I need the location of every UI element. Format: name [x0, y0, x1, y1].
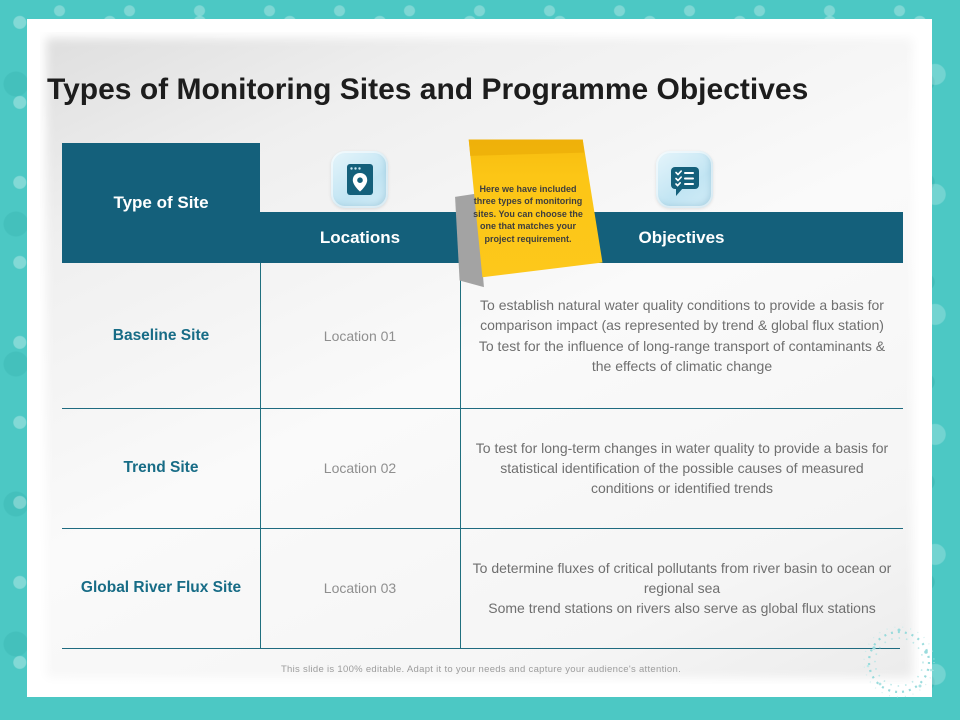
table-row-location: Location 03: [323, 580, 397, 596]
sticky-note-top-fold: [468, 139, 585, 156]
table-row-objectives: To determine fluxes of critical pollutan…: [472, 559, 892, 617]
sticky-note-text: Here we have included three types of mon…: [473, 183, 583, 244]
locations-icon-tile: [331, 151, 388, 208]
slide: Types of Monitoring Sites and Programme …: [27, 19, 935, 698]
checklist-speech-bubble-icon: [670, 166, 699, 196]
column-header-objectives: Objectives: [638, 227, 725, 247]
table-row-site-name: Global River Flux Site: [80, 579, 242, 596]
column-header-locations: Locations: [319, 227, 401, 247]
table-row-objectives: To test for long-term changes in water q…: [475, 439, 889, 497]
sticky-note: Here we have included three types of mon…: [452, 128, 604, 292]
objectives-icon-tile: [656, 151, 713, 208]
table-row-site-name: Trend Site: [123, 459, 199, 476]
table-row-location: Location 02: [323, 460, 397, 476]
slide-title: Types of Monitoring Sites and Programme …: [47, 73, 809, 107]
table-bottom-border: [62, 648, 900, 649]
table-divider-vertical-2: [460, 263, 461, 648]
water-splash-watermark-icon: [863, 626, 935, 698]
table-divider-row-1: [62, 408, 903, 409]
footer-note: This slide is 100% editable. Adapt it to…: [280, 664, 682, 675]
sticky-note-paper: [468, 139, 603, 278]
table-row-objectives: To establish natural water quality condi…: [478, 296, 886, 374]
table-row-site-name: Baseline Site: [112, 326, 210, 344]
table-divider-row-2: [62, 528, 903, 529]
table-row-location: Location 01: [323, 327, 397, 344]
browser-location-pin-icon: [346, 163, 373, 195]
table-corner-header: Type of Site: [62, 143, 260, 263]
table-divider-vertical-1: [260, 263, 261, 648]
corner-header-label: Type of Site: [113, 193, 209, 212]
